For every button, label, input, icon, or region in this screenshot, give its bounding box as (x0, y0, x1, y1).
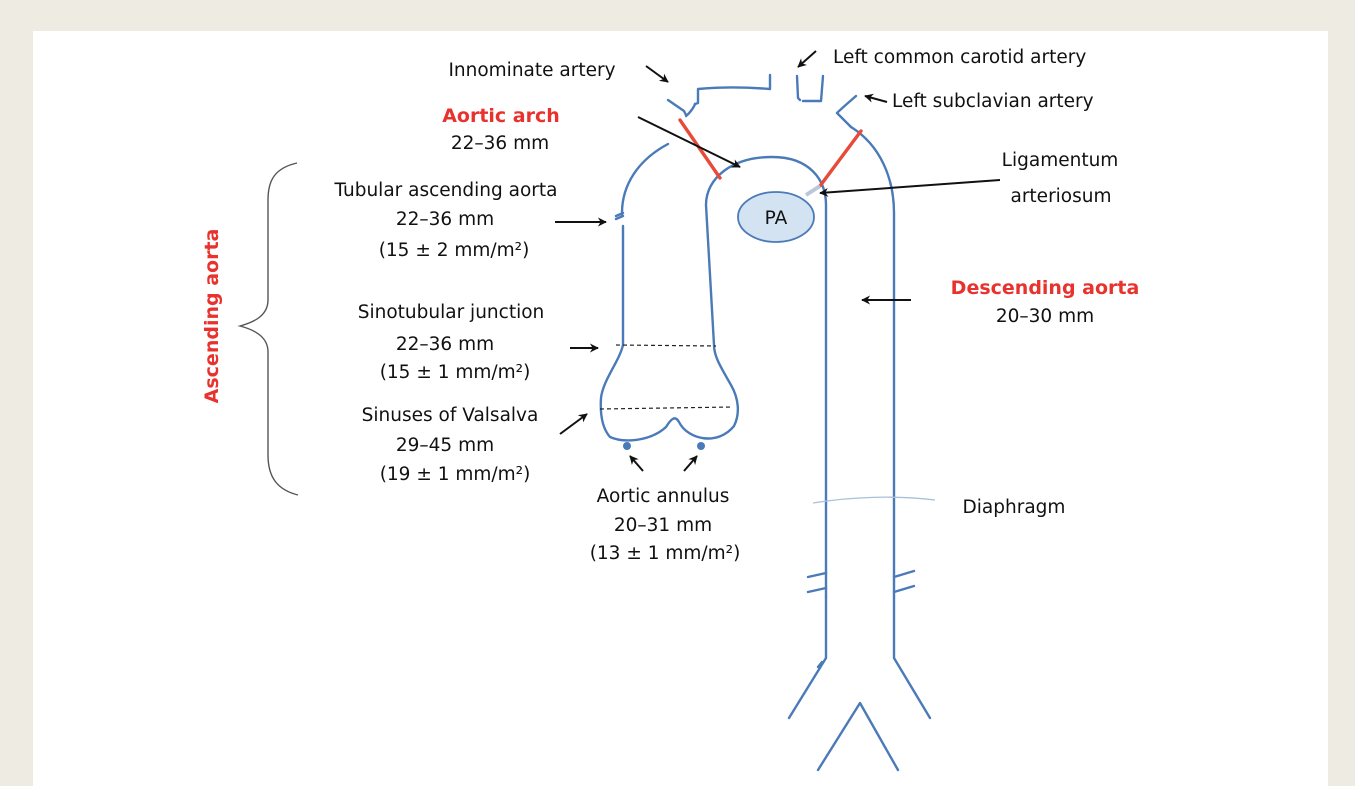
innominate-label: Innominate artery (448, 60, 615, 81)
descending-aorta-outer-wall (851, 127, 894, 597)
aortic-arch-range: 22–36 mm (451, 133, 549, 154)
ligamentum-label-line2: arteriosum (1010, 186, 1111, 207)
aortic-arch-arrow (638, 117, 740, 167)
tubular-ascending-index: (15 ± 2 mm/m²) (379, 240, 530, 261)
innominate-arrow (646, 66, 668, 82)
renal-branch-left (808, 573, 826, 592)
sinuses-range: 29–45 mm (396, 435, 494, 456)
ascending-aorta-label: Ascending aorta (201, 229, 223, 404)
innominate-stub (668, 100, 695, 116)
renal-branch-right (894, 571, 914, 592)
descending-aorta-title: Descending aorta (951, 277, 1140, 299)
ascending-aorta-brace (240, 163, 298, 495)
pa-label: PA (765, 208, 788, 229)
carotid-stub (797, 76, 823, 101)
sinotubular-index: (15 ± 1 mm/m²) (380, 362, 531, 383)
sinuses-title: Sinuses of Valsalva (362, 405, 539, 426)
sinuses-index: (19 ± 1 mm/m²) (380, 464, 531, 485)
annulus-range: 20–31 mm (614, 515, 712, 536)
annulus-dot-right (697, 442, 705, 450)
subclavian-arrow (865, 96, 887, 102)
annulus-title: Aortic annulus (597, 486, 730, 507)
arch-boundary-right (820, 131, 861, 186)
sinotubular-range: 22–36 mm (396, 334, 494, 355)
annulus-arrow-right (684, 456, 697, 471)
ligamentum-label-line1: Ligamentum (1002, 150, 1119, 171)
sinotubular-title: Sinotubular junction (358, 302, 545, 323)
sinotubular-junction-line (616, 345, 716, 346)
diaphragm-label: Diaphragm (963, 497, 1066, 518)
subclavian-stub (837, 96, 856, 127)
iliac-bifurcation (789, 597, 930, 770)
arch-boundary-left (680, 120, 720, 178)
annulus-arrow-left (630, 456, 643, 471)
figure-panel: PA Innominate artery Left common carotid… (33, 31, 1328, 786)
ligamentum-arrow (820, 180, 1000, 193)
arch-top-wall (695, 75, 770, 104)
descending-aorta-range: 20–30 mm (996, 306, 1094, 327)
carotid-arrow (798, 51, 816, 67)
diaphragm-line (813, 497, 935, 503)
aorta-diagram: PA Innominate artery Left common carotid… (33, 31, 1328, 786)
annulus-dot-left (623, 442, 631, 450)
aortic-arch-title: Aortic arch (442, 105, 560, 127)
tubular-ascending-range: 22–36 mm (396, 209, 494, 230)
aorta-outline (601, 75, 930, 770)
annulus-index: (13 ± 1 mm/m²) (590, 543, 741, 564)
ligamentum-arteriosum (806, 186, 820, 195)
tubular-notch (616, 213, 623, 219)
left-common-carotid-label: Left common carotid artery (833, 47, 1086, 68)
left-subclavian-label: Left subclavian artery (892, 91, 1094, 112)
tubular-ascending-title: Tubular ascending aorta (334, 180, 558, 201)
sinuses-arrow (560, 414, 587, 434)
sinuses-line (600, 407, 733, 409)
